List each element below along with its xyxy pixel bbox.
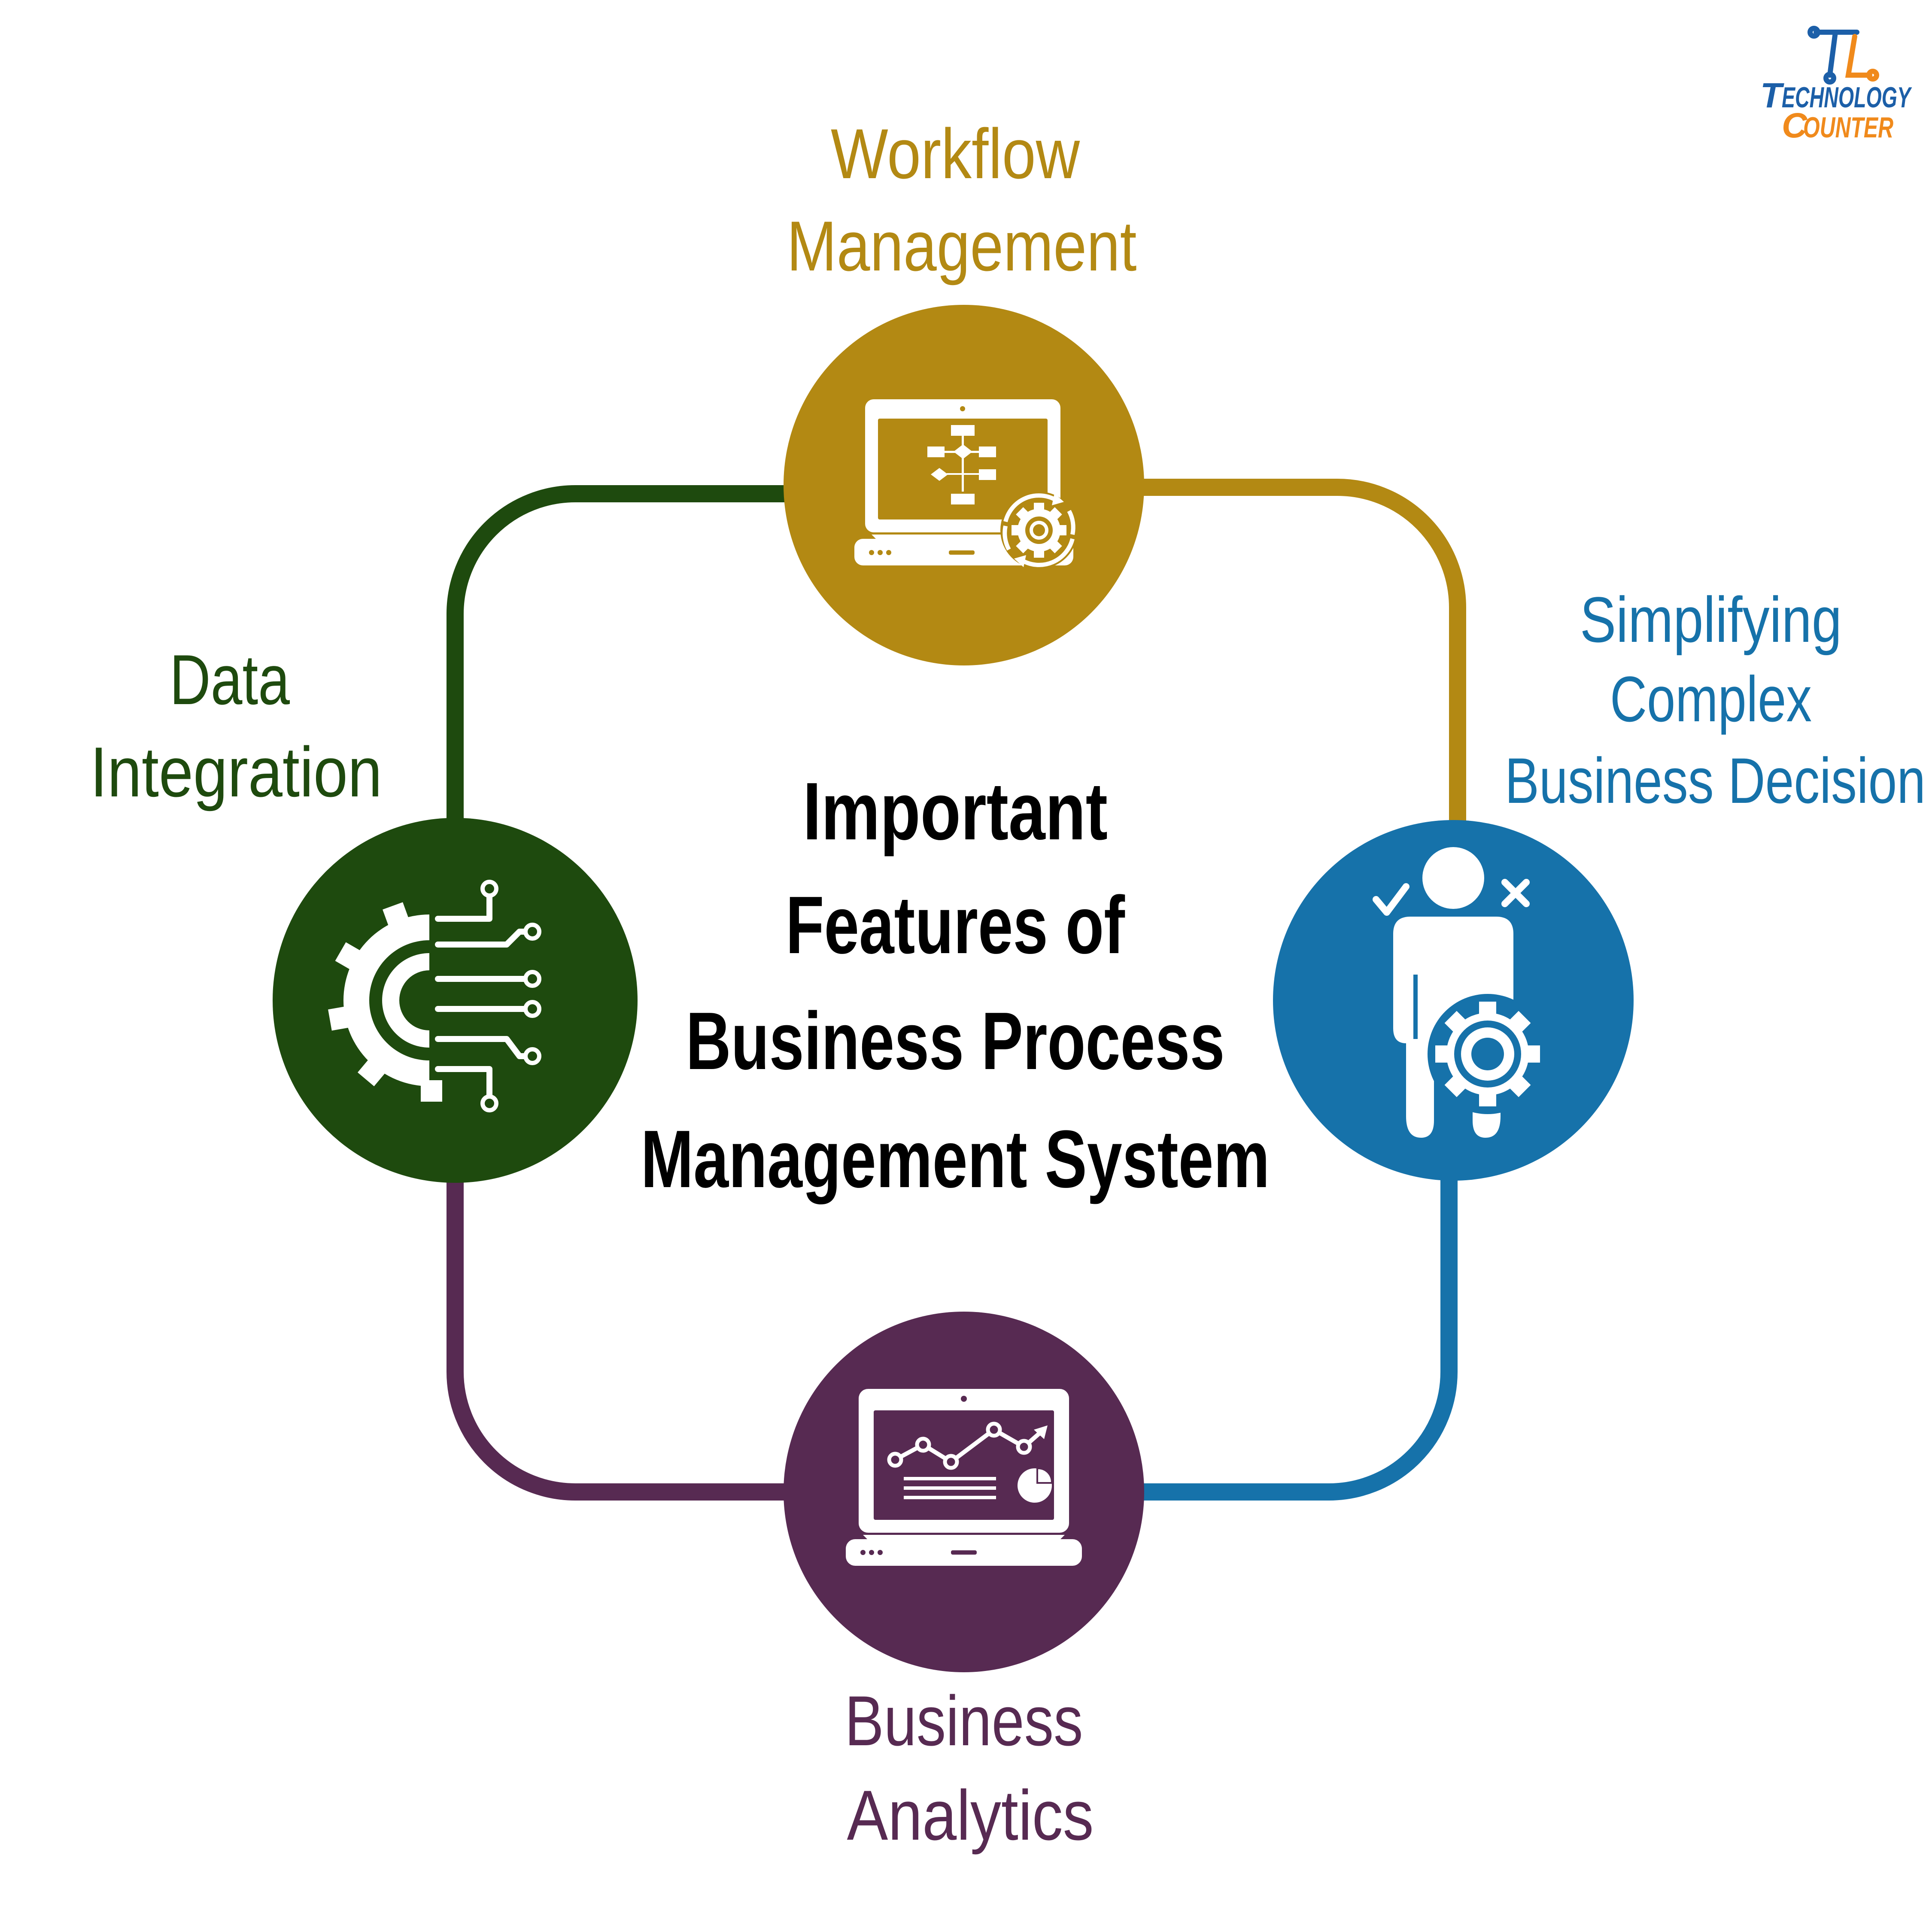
logo-line-1: ECHNOLOGY: [1782, 81, 1912, 114]
node-workflow-management: [784, 305, 1144, 665]
person-gear-choice-icon: [1373, 847, 1548, 1138]
logo-letter-c: C: [1782, 106, 1808, 145]
connector-integration-to-workflow: [447, 485, 964, 1000]
tc-monogram-icon: [1807, 26, 1879, 85]
label-business-analytics: Business Analytics: [845, 1681, 1094, 1855]
decision-label-line-3: Business Decision: [1505, 744, 1926, 817]
laptop-flowchart-gear-icon: [854, 399, 1078, 569]
gear-circuit-icon: [328, 880, 541, 1112]
decision-label-line-1: Simplifying: [1580, 583, 1842, 656]
title-line-3: Business Process: [686, 996, 1225, 1087]
node-simplifying-business-decision: [1273, 820, 1634, 1181]
center-title: Important Features of Business Process M…: [641, 766, 1270, 1205]
logo-wordmark: T ECHNOLOGY C OUNTER: [1760, 76, 1912, 145]
laptop-chart-icon: [846, 1389, 1082, 1566]
label-data-integration: Data Integration: [90, 640, 382, 811]
node-data-integration: [273, 818, 638, 1183]
title-line-1: Important: [803, 766, 1108, 857]
integration-label-line-2: Integration: [90, 732, 382, 811]
technology-counter-logo: T ECHNOLOGY C OUNTER: [1760, 26, 1912, 145]
integration-label-line-1: Data: [170, 640, 290, 719]
connector-analytics-to-integration: [447, 1000, 964, 1501]
connector-decision-to-analytics: [964, 1000, 1458, 1501]
logo-letter-t: T: [1760, 76, 1784, 115]
node-business-analytics: [784, 1312, 1144, 1672]
integration-circle: [273, 818, 638, 1183]
decision-label-line-2: Complex: [1610, 663, 1812, 735]
connector-workflow-to-decision: [964, 479, 1466, 1000]
workflow-label-line-2: Management: [787, 207, 1137, 286]
connector-loop: [447, 479, 1466, 1501]
title-line-4: Management System: [641, 1114, 1270, 1205]
workflow-label-line-1: Workflow: [831, 114, 1080, 193]
analytics-label-line-1: Business: [845, 1681, 1083, 1760]
label-workflow-management: Workflow Management: [787, 114, 1137, 286]
analytics-label-line-2: Analytics: [847, 1776, 1094, 1855]
logo-line-2: OUNTER: [1803, 111, 1893, 144]
title-line-2: Features of: [786, 880, 1125, 971]
label-simplifying-business-decision: Simplifying Complex Business Decision: [1505, 583, 1926, 817]
